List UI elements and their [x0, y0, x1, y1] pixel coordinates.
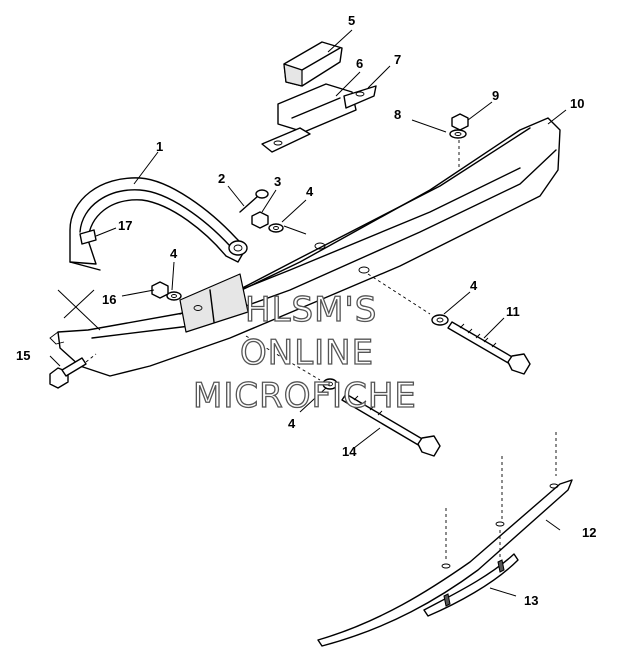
callout-13: 13	[524, 593, 538, 608]
part-5-handle-cap	[283, 41, 343, 87]
part-12-wear-bar	[317, 432, 573, 647]
callout-16: 16	[102, 292, 116, 307]
callout-1: 1	[156, 139, 163, 154]
callout-6: 6	[356, 56, 363, 71]
part-6-7-bracket	[261, 83, 377, 153]
callout-12: 12	[582, 525, 596, 540]
callout-7: 7	[394, 52, 401, 67]
part-17-clip	[79, 229, 97, 245]
callout-2: 2	[218, 171, 225, 186]
callout-5: 5	[348, 13, 355, 28]
callout-4c: 4	[470, 278, 478, 293]
callout-4b: 4	[170, 246, 178, 261]
part-15-bolt	[49, 353, 97, 389]
callout-4d: 4	[288, 416, 296, 431]
part-3-4-nut-washer	[251, 211, 284, 233]
callout-4a: 4	[306, 184, 314, 199]
watermark: HLSM'S ONLINE MICROFICHE	[192, 289, 417, 416]
callout-9: 9	[492, 88, 499, 103]
callout-3: 3	[274, 174, 281, 189]
watermark-line-3: MICROFICHE	[193, 376, 417, 416]
leader-lines	[49, 29, 567, 597]
callout-17: 17	[118, 218, 132, 233]
callout-labels: 1 2 3 4 4 4 4 5 6 7 8 9 10 11 12 13 14 1…	[16, 13, 596, 608]
part-10-ski-body	[49, 117, 561, 377]
callout-8: 8	[394, 107, 401, 122]
part-2-pin	[239, 189, 269, 213]
part-14-bolt	[245, 335, 441, 457]
part-13-carbide	[423, 530, 519, 617]
part-1-handle-loop	[69, 177, 248, 271]
watermark-line-2: ONLINE	[240, 333, 374, 373]
callout-14: 14	[342, 444, 357, 459]
watermark-line-1: HLSM'S	[245, 290, 377, 330]
part-16-nut-washer	[151, 281, 182, 301]
callout-10: 10	[570, 96, 584, 111]
part-11-bolt	[367, 273, 531, 375]
callout-11: 11	[506, 304, 520, 319]
callout-15: 15	[16, 348, 30, 363]
